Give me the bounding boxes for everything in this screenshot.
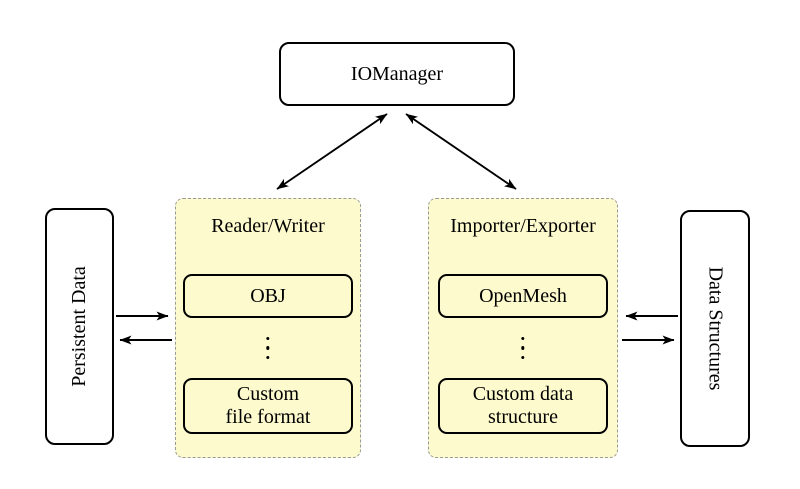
vertical-ellipsis-icon [266,337,270,360]
persistent-data-label: Persistent Data [68,266,90,387]
vertical-ellipsis-icon [521,337,525,360]
importer-exporter-panel-title: Importer/Exporter [450,215,596,237]
arrow-iomanager-importerexporter [405,113,517,190]
data-structures-label: Data Structures [704,266,727,391]
openmesh-box: OpenMesh [438,274,608,318]
reader-writer-panel: Reader/Writer OBJ Custom file format [175,198,361,458]
importer-exporter-panel: Importer/Exporter OpenMesh Custom data s… [428,198,618,458]
persistent-data-box: Persistent Data [45,208,114,445]
custom-file-format-box: Custom file format [183,378,353,434]
iomanager-box: IOManager [279,42,515,106]
reader-writer-panel-title: Reader/Writer [211,215,325,237]
custom-data-structure-box: Custom data structure [438,378,608,434]
iomanager-label: IOManager [350,62,444,85]
data-structures-box: Data Structures [680,210,750,447]
obj-box: OBJ [183,274,353,318]
arrow-iomanager-readerwriter [276,113,388,190]
